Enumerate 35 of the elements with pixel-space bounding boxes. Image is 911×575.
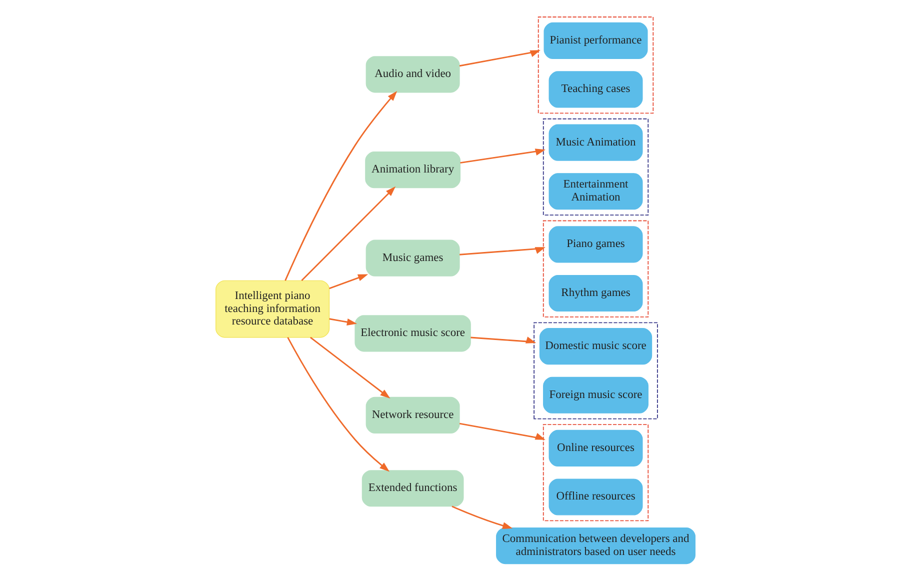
arrow bbox=[459, 422, 546, 440]
node-box: Foreign music score bbox=[543, 376, 648, 414]
node-box: Teaching cases bbox=[548, 71, 643, 108]
arrow bbox=[459, 50, 540, 67]
arrow bbox=[329, 318, 358, 326]
node-box: Music Animation bbox=[548, 124, 643, 161]
node-box: Music games bbox=[366, 240, 460, 276]
node-box: Electronic music score bbox=[354, 315, 471, 352]
arrow bbox=[287, 337, 390, 472]
node-box: Entertainment Animation bbox=[548, 173, 643, 210]
node-box: Rhythm games bbox=[548, 274, 643, 312]
cluster bbox=[542, 424, 649, 522]
arrow bbox=[329, 274, 368, 290]
node-box: Intelligent piano teaching information resource database bbox=[216, 280, 330, 338]
cluster bbox=[542, 220, 649, 318]
cluster bbox=[542, 118, 649, 216]
node-box: Network resource bbox=[366, 396, 460, 434]
node-box: Domestic music score bbox=[539, 328, 652, 365]
node-box: Online resources bbox=[548, 430, 643, 466]
cluster bbox=[538, 16, 654, 114]
node-box: Communication between developers and administrators based on user needs bbox=[496, 528, 696, 564]
arrow bbox=[470, 336, 536, 344]
node-box: Piano games bbox=[548, 226, 643, 263]
cluster bbox=[534, 322, 658, 420]
node-box: Animation library bbox=[365, 152, 461, 188]
node-box: Offline resources bbox=[548, 478, 643, 516]
arrow bbox=[301, 186, 396, 282]
arrow bbox=[284, 90, 398, 281]
arrow bbox=[310, 336, 390, 398]
arrow bbox=[460, 247, 546, 256]
node-box: Extended functions bbox=[362, 470, 464, 507]
arrow bbox=[460, 148, 546, 164]
node-box: Pianist performance bbox=[544, 22, 648, 59]
node-box: Audio and video bbox=[366, 56, 460, 93]
arrow bbox=[452, 506, 513, 529]
